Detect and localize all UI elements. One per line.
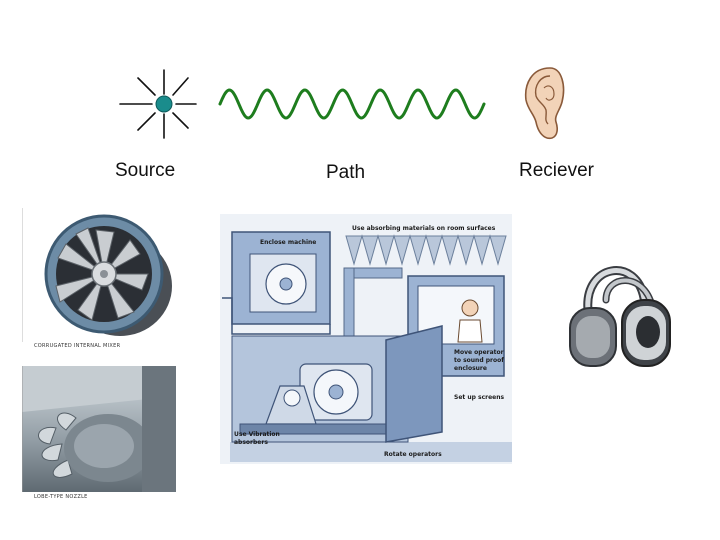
nozzle-caption: LOBE-TYPE NOZZLE bbox=[34, 494, 88, 500]
lobe-nozzle-image bbox=[22, 366, 176, 492]
ear-icon bbox=[520, 64, 568, 144]
label-enclose-machine: Enclose machine bbox=[260, 239, 316, 246]
noise-control-diagram: Enclose machine Use absorbing materials … bbox=[220, 214, 512, 464]
source-heading: Source bbox=[115, 160, 175, 182]
mixer-caption: CORRUGATED INTERNAL MIXER bbox=[34, 343, 120, 349]
sine-wave-icon bbox=[218, 82, 486, 126]
receiver-heading: Reciever bbox=[519, 160, 594, 182]
label-rotate-operators: Rotate operators bbox=[384, 451, 442, 458]
jet-engine-mixer-image bbox=[22, 208, 178, 342]
sun-burst-icon bbox=[116, 66, 200, 142]
label-set-up-screens: Set up screens bbox=[454, 394, 505, 401]
path-heading: Path bbox=[326, 162, 365, 184]
label-absorbing-materials: Use absorbing materials on room surfaces bbox=[352, 225, 496, 232]
ear-muffs-image bbox=[566, 250, 678, 386]
